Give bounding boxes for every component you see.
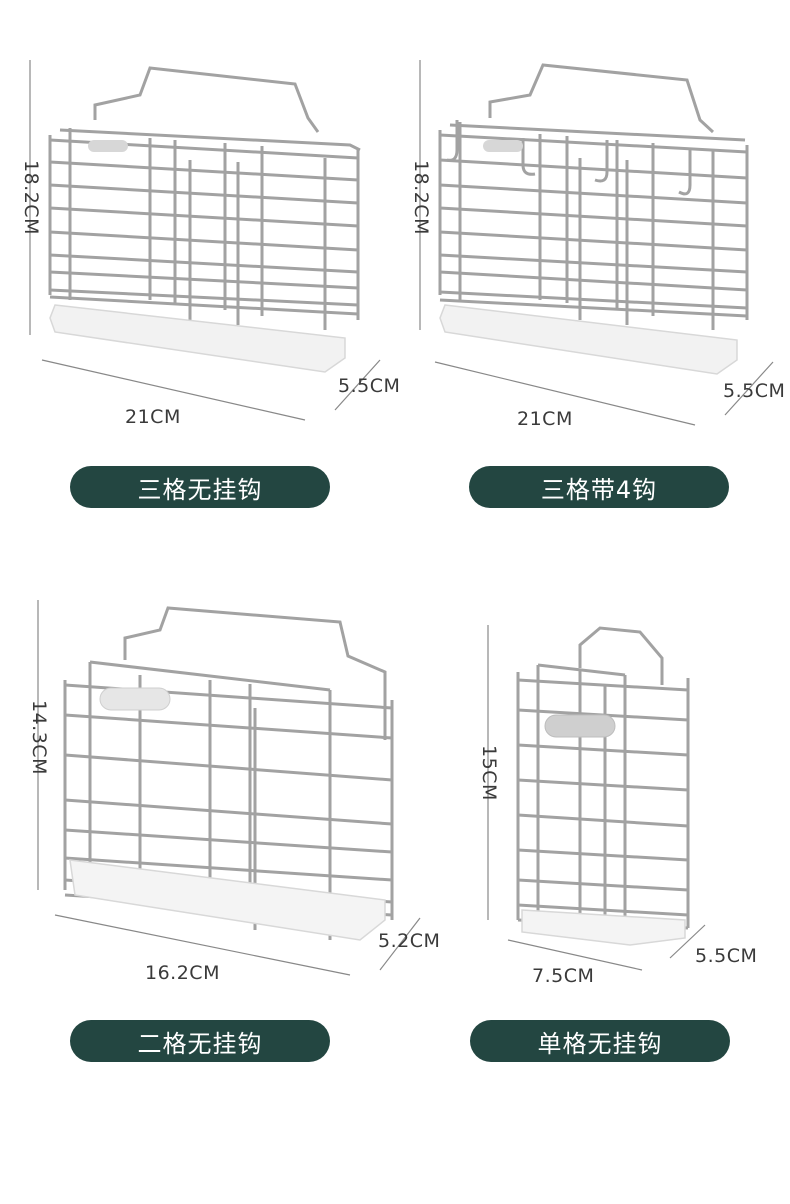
variant-name-badge: 二格无挂钩 — [70, 1020, 330, 1062]
depth-label: 5.5CM — [723, 380, 786, 402]
width-label: 21CM — [125, 406, 181, 428]
variant-name-badge: 单格无挂钩 — [470, 1020, 730, 1062]
height-label: 18.2CM — [410, 160, 432, 235]
depth-label: 5.2CM — [378, 930, 441, 952]
cutlery-rack-image — [29, 60, 381, 421]
width-label: 16.2CM — [145, 962, 220, 984]
cutlery-rack-image — [487, 625, 706, 971]
product-card-two-compartment-no-hook: 14.3CM 16.2CM 5.2CM 二格无挂钩 — [0, 560, 440, 1080]
width-label: 21CM — [517, 408, 573, 430]
height-label: 18.2CM — [20, 160, 42, 235]
product-card-three-compartment-four-hooks: 18.2CM 21CM 5.5CM 三格带4钩 — [395, 0, 790, 540]
depth-label: 5.5CM — [338, 375, 401, 397]
height-label: 15CM — [478, 745, 500, 801]
cutlery-rack-image — [419, 60, 774, 426]
variant-name-badge: 三格无挂钩 — [70, 466, 330, 508]
variant-name-badge: 三格带4钩 — [469, 466, 729, 508]
product-card-three-compartment-no-hook: 18.2CM 21CM 5.5CM 三格无挂钩 — [0, 0, 400, 540]
cutlery-rack-image — [37, 600, 421, 976]
depth-label: 5.5CM — [695, 945, 758, 967]
height-label: 14.3CM — [28, 700, 50, 775]
product-card-single-compartment-no-hook: 15CM 7.5CM 5.5CM 单格无挂钩 — [430, 560, 790, 1080]
width-label: 7.5CM — [532, 965, 595, 987]
